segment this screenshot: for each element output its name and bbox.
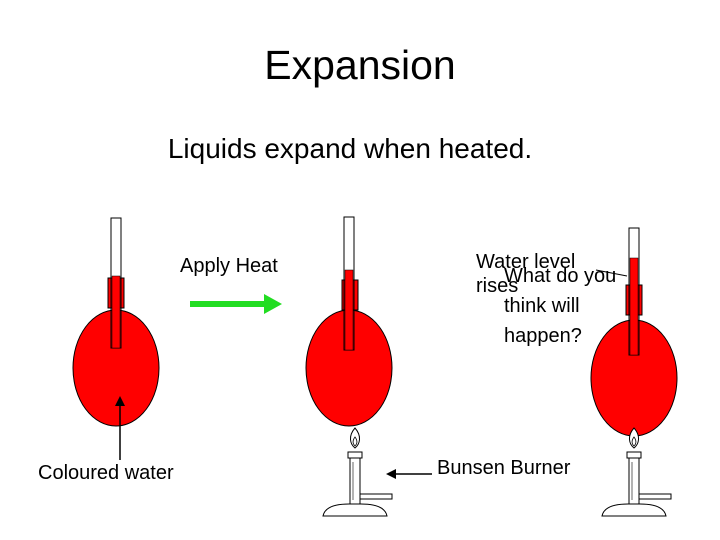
flask-heated (305, 216, 393, 427)
flask-question (590, 227, 678, 437)
apply-heat-arrow (190, 294, 282, 314)
bunsen-burner-label: Bunsen Burner (437, 457, 571, 479)
coloured-water-pointer (115, 396, 125, 460)
question-label: What do you think will happen? (504, 265, 617, 347)
water-level-label: Water level rises (476, 251, 576, 297)
bunsen-burner-icon (601, 427, 672, 517)
apply-heat-label: Apply Heat (180, 255, 278, 277)
water-level-pointer (595, 269, 628, 277)
flask-before-heating (72, 217, 160, 427)
slide-subtitle: Liquids expand when heated. (167, 133, 533, 164)
bunsen-burner-pointer (386, 469, 432, 479)
bunsen-burner-icon (322, 427, 393, 517)
coloured-water-label: Coloured water (38, 462, 174, 484)
slide-title: Expansion (264, 42, 456, 88)
